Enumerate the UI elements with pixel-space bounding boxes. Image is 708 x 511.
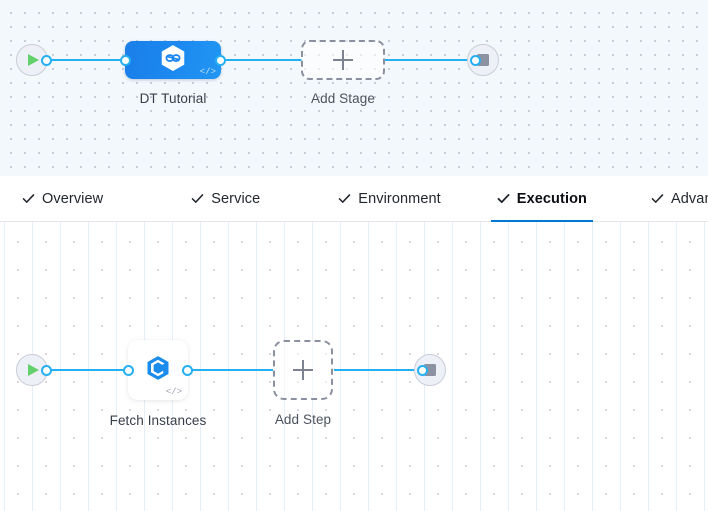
check-icon xyxy=(338,192,351,205)
stage-node-dt-tutorial[interactable]: </> xyxy=(125,41,221,79)
check-icon xyxy=(651,192,664,205)
pipeline-stage-canvas[interactable]: </> DT Tutorial Add Stage xyxy=(0,0,708,176)
stage-link-start-to-stage xyxy=(46,59,130,61)
add-stage-button[interactable] xyxy=(301,40,385,80)
add-step-button[interactable] xyxy=(273,340,333,400)
stage-node-output-port[interactable] xyxy=(215,54,226,66)
step-end-input-port[interactable] xyxy=(417,364,428,376)
stage-node-input-port[interactable] xyxy=(120,54,131,66)
plus-icon xyxy=(333,50,353,70)
tab-overview[interactable]: Overview xyxy=(16,176,109,222)
add-stage-label: Add Stage xyxy=(311,91,375,106)
step-node-label: Fetch Instances xyxy=(109,413,207,428)
execution-step-canvas[interactable]: </> Fetch Instances Add Step xyxy=(0,222,708,511)
stage-code-badge-icon[interactable]: </> xyxy=(199,67,216,77)
tab-environment[interactable]: Environment xyxy=(332,176,447,222)
tab-execution[interactable]: Execution xyxy=(490,176,594,223)
add-step-label: Add Step xyxy=(274,412,332,427)
check-icon xyxy=(191,192,204,205)
plus-icon xyxy=(293,360,313,380)
stage-node-label: DT Tutorial xyxy=(139,91,207,106)
tab-environment-label: Environment xyxy=(358,190,441,207)
step-node-fetch-instances[interactable]: </> xyxy=(128,340,188,400)
check-icon xyxy=(22,192,35,205)
tab-advanced[interactable]: Advanced xyxy=(645,176,708,222)
check-icon xyxy=(497,192,510,205)
stage-end-input-port[interactable] xyxy=(470,54,481,66)
step-node-input-port[interactable] xyxy=(123,364,134,376)
tab-advanced-label: Advanced xyxy=(671,190,708,207)
play-icon xyxy=(28,364,39,376)
step-node-layer: </> Fetch Instances Add Step xyxy=(0,222,708,511)
stage-start-output-port[interactable] xyxy=(41,54,52,66)
stage-node-layer: </> DT Tutorial Add Stage xyxy=(0,0,708,176)
step-link-add-to-end xyxy=(334,369,422,371)
stage-link-add-to-end xyxy=(385,59,475,61)
tab-service[interactable]: Service xyxy=(185,176,266,222)
step-code-badge-icon[interactable]: </> xyxy=(165,387,182,397)
tab-service-label: Service xyxy=(211,190,261,207)
tab-execution-label: Execution xyxy=(516,190,587,207)
step-node-output-port[interactable] xyxy=(182,364,193,376)
fetch-instances-hexagon-icon xyxy=(144,354,172,387)
step-link-start-to-step xyxy=(46,369,130,371)
play-icon xyxy=(28,54,39,66)
tab-overview-label: Overview xyxy=(42,190,104,207)
stage-link-stage-to-add xyxy=(220,59,302,61)
step-start-output-port[interactable] xyxy=(41,364,52,376)
step-link-step-to-add xyxy=(187,369,273,371)
harness-infinity-hexagon-icon xyxy=(158,43,188,78)
stage-config-tabs: Overview Service Environment xyxy=(0,176,708,223)
